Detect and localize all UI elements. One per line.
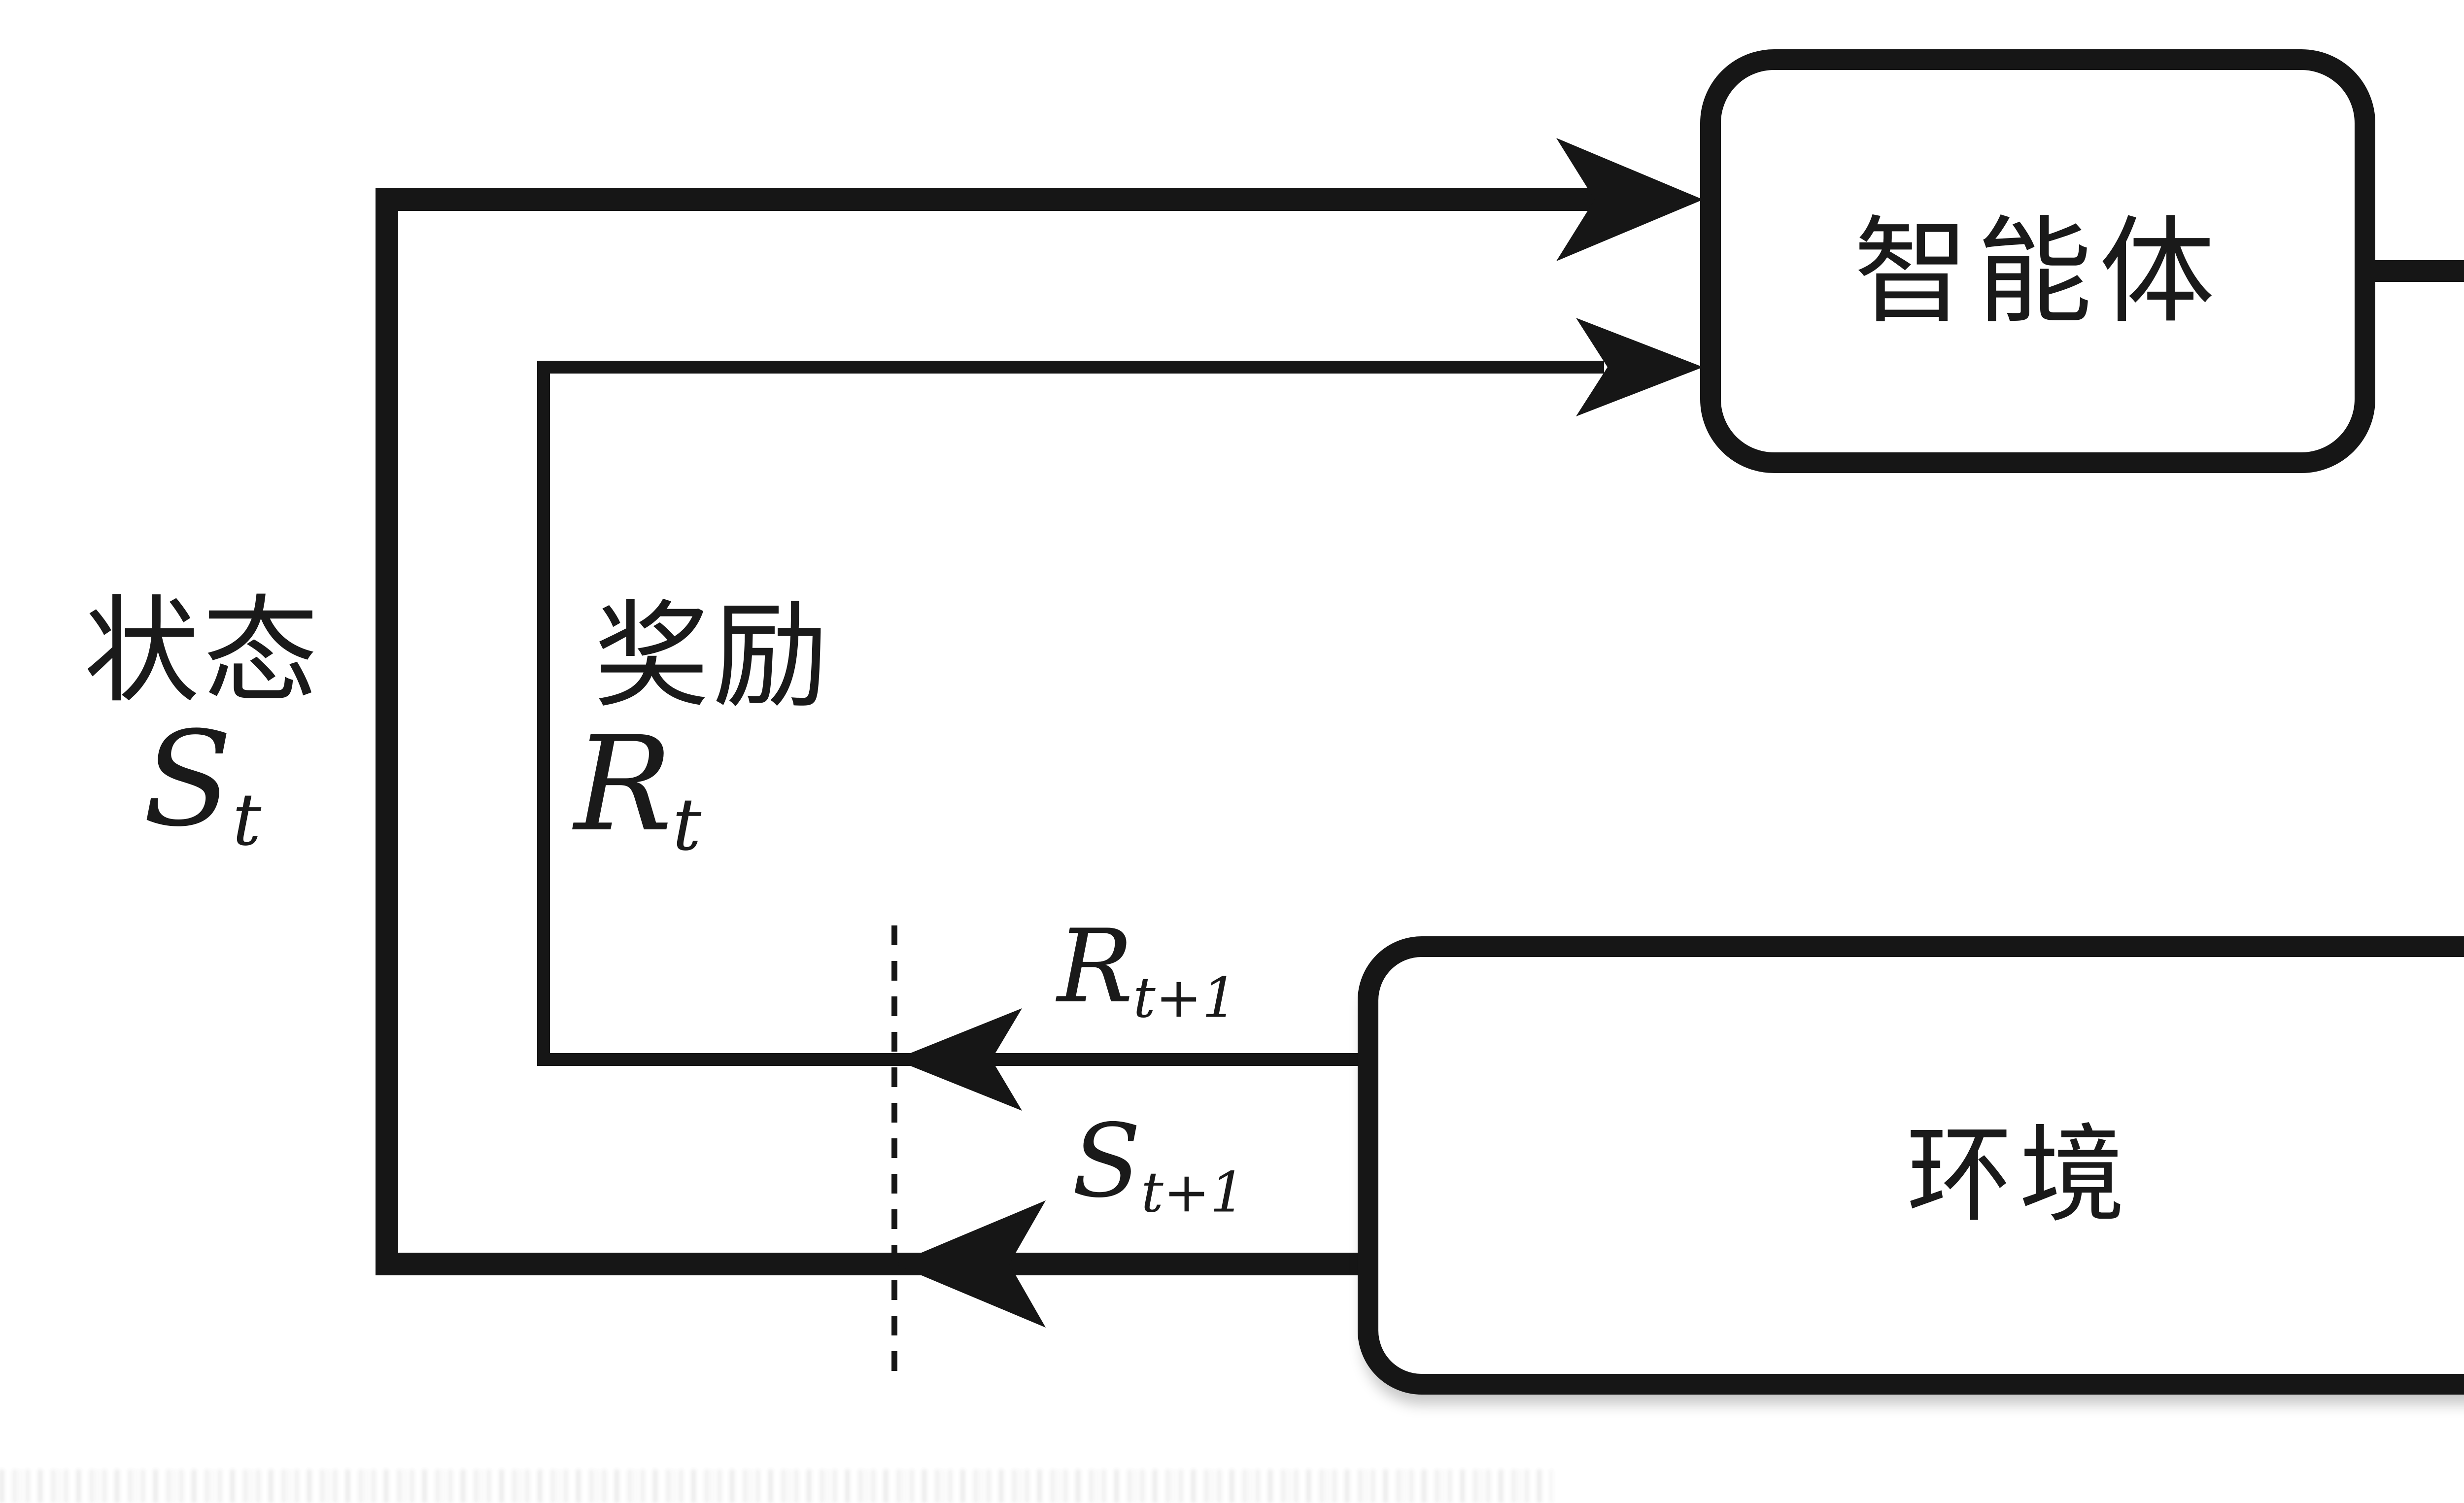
reward-into-agent-arrowhead [1576, 318, 1703, 416]
reward-next-symbol-main: R [1057, 908, 1133, 1025]
reward-symbol-main: R [574, 709, 673, 860]
cropped-caption-fragment [0, 1469, 1552, 1503]
agent-box: 智能体 [1700, 49, 2375, 473]
state-into-agent-arrowhead [1556, 138, 1703, 261]
state-symbol: St [143, 715, 261, 856]
state-next-arrowhead [894, 1200, 1046, 1328]
state-symbol-main: S [143, 704, 233, 855]
environment-box-label: 环境 [1906, 1113, 2132, 1237]
state-next-symbol: St+1 [1072, 1111, 1245, 1220]
reward-next-symbol-subscript: t+1 [1133, 965, 1237, 1030]
reward-label: 奖励 [594, 589, 831, 724]
reward-next-symbol: Rt+1 [1057, 917, 1237, 1025]
state-next-symbol-main: S [1072, 1103, 1141, 1220]
environment-box: 环境 [1358, 936, 2464, 1395]
reward-symbol-subscript: t [672, 783, 702, 867]
state-label: 状态 [84, 584, 321, 719]
state-symbol-subscript: t [232, 778, 262, 862]
reward-next-arrowhead [894, 1008, 1022, 1111]
state-loop-line [376, 188, 1604, 1275]
reward-symbol: Rt [574, 719, 701, 861]
agent-box-label: 智能体 [1853, 205, 2222, 340]
state-next-symbol-subscript: t+1 [1141, 1160, 1245, 1225]
